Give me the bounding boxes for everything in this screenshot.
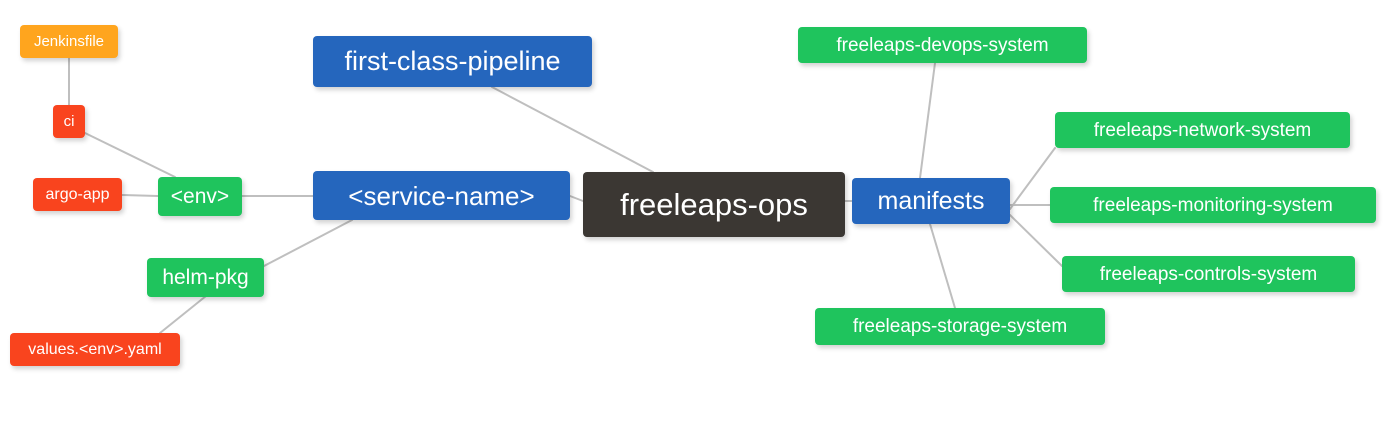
- edge-helm-pkg-to-service-name: [263, 219, 353, 267]
- node-helm-pkg[interactable]: helm-pkg: [147, 258, 264, 297]
- node-storage-system[interactable]: freeleaps-storage-system: [815, 308, 1105, 345]
- edge-manifests-to-network-system: [1009, 147, 1056, 210]
- node-ci[interactable]: ci: [53, 105, 85, 138]
- node-network-system[interactable]: freeleaps-network-system: [1055, 112, 1350, 148]
- node-env[interactable]: <env>: [158, 177, 242, 216]
- edge-argo-app-to-env: [121, 194, 159, 197]
- node-manifests[interactable]: manifests: [852, 178, 1010, 224]
- node-monitoring-system[interactable]: freeleaps-monitoring-system: [1050, 187, 1376, 223]
- edge-manifests-to-devops-system: [919, 62, 936, 179]
- node-first-class-pipeline[interactable]: first-class-pipeline: [313, 36, 592, 87]
- node-argo-app[interactable]: argo-app: [33, 178, 122, 211]
- node-service-name[interactable]: <service-name>: [313, 171, 570, 220]
- edge-first-class-pipeline-to-freeleaps-ops: [491, 86, 654, 173]
- node-values-yaml[interactable]: values.<env>.yaml: [10, 333, 180, 366]
- edge-manifests-to-storage-system: [929, 223, 956, 309]
- edge-ci-to-env: [84, 132, 176, 178]
- edge-values-yaml-to-helm-pkg: [159, 295, 207, 334]
- node-jenkinsfile[interactable]: Jenkinsfile: [20, 25, 118, 58]
- edge-service-name-to-freeleaps-ops: [569, 195, 584, 202]
- node-devops-system[interactable]: freeleaps-devops-system: [798, 27, 1087, 63]
- node-freeleaps-ops[interactable]: freeleaps-ops: [583, 172, 845, 237]
- node-controls-system[interactable]: freeleaps-controls-system: [1062, 256, 1355, 292]
